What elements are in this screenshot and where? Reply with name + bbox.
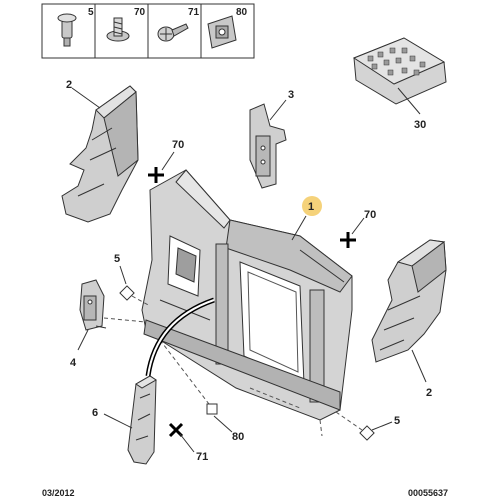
callout-5-right: 5 (394, 415, 400, 427)
callout-70-right: 70 (364, 209, 376, 221)
screw-70-left-marker (148, 151, 175, 183)
clip-80-bottom-marker (206, 403, 218, 415)
front-panel-frame (141, 169, 353, 421)
right-air-deflector (371, 239, 447, 363)
callout-70-left: 70 (172, 139, 184, 151)
clip-5-right-marker (359, 425, 375, 441)
left-bracket (79, 279, 107, 331)
legend-label-5: 5 (88, 7, 94, 18)
duct-fitting-arrow-inner (147, 299, 215, 377)
screw-70-icon (106, 17, 130, 42)
callout-4: 4 (70, 357, 77, 369)
clip-5-left-marker (119, 285, 135, 301)
footer-date: 03/2012 (42, 488, 75, 498)
callout-1-highlight (302, 196, 322, 216)
callout-1: 1 (308, 201, 314, 213)
legend-label-70: 70 (134, 7, 146, 18)
left-air-deflector (61, 85, 139, 223)
screw-70-right-marker (340, 217, 365, 248)
assembly-lines (103, 295, 363, 437)
lower-air-duct (127, 375, 157, 465)
connector-block (352, 37, 447, 115)
callout-71: 71 (196, 451, 208, 463)
clip-5-icon (57, 13, 77, 47)
legend-label-71: 71 (188, 7, 200, 18)
callout-3: 3 (288, 89, 294, 101)
callout-6: 6 (92, 407, 98, 419)
screw-71-icon (157, 23, 189, 42)
fastener-legend: 5 70 71 80 (41, 3, 255, 59)
footer-reference: 00055637 (408, 488, 449, 498)
callout-80: 80 (232, 431, 244, 443)
legend-label-80: 80 (236, 7, 248, 18)
right-bracket (249, 103, 287, 189)
callout-2-left: 2 (66, 79, 72, 91)
callout-30: 30 (414, 119, 426, 131)
callout-5-left: 5 (114, 253, 120, 265)
clip-80-icon (207, 15, 237, 49)
callout-2-right: 2 (426, 387, 432, 399)
